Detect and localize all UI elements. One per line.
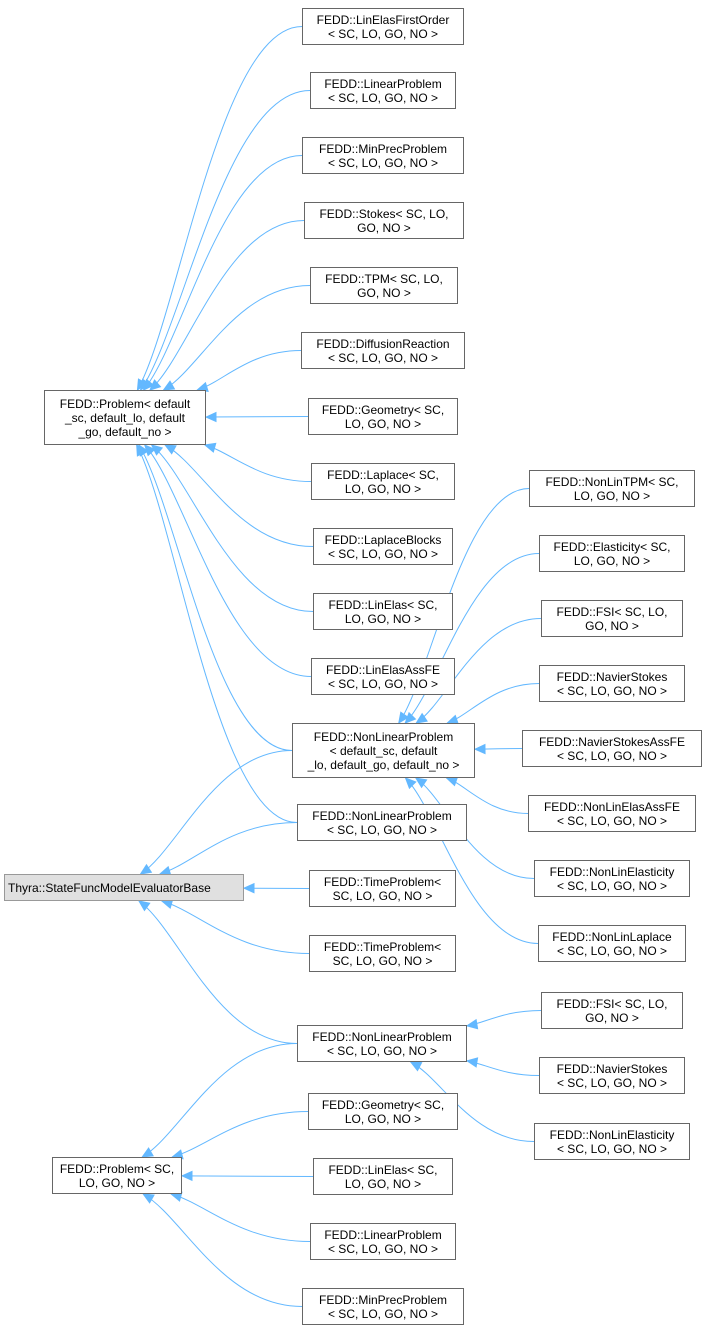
arrowhead: [149, 379, 162, 391]
arrowhead: [142, 1193, 155, 1204]
arrowhead: [141, 1147, 154, 1158]
class-node-elasticity[interactable]: FEDD::Elasticity< SC, LO, GO, NO >: [539, 535, 685, 572]
arrowhead: [409, 1061, 423, 1072]
class-node-geometry-b[interactable]: FEDD::Geometry< SC, LO, GO, NO >: [308, 1093, 458, 1130]
arrowhead: [414, 777, 428, 789]
class-node-fsi-a[interactable]: FEDD::FSI< SC, LO, GO, NO >: [541, 600, 683, 637]
inheritance-edge: [149, 220, 305, 391]
class-node-nonlin-tpm[interactable]: FEDD::NonLinTPM< SC, LO, GO, NO >: [529, 470, 695, 507]
class-node-stokes[interactable]: FEDD::Stokes< SC, LO, GO, NO >: [304, 202, 464, 239]
class-node-navier-assfe[interactable]: FEDD::NavierStokesAssFE < SC, LO, GO, NO…: [522, 730, 702, 767]
arrowhead: [404, 777, 417, 790]
class-node-navier-a[interactable]: FEDD::NavierStokes < SC, LO, GO, NO >: [539, 665, 685, 702]
class-node-lin-first[interactable]: FEDD::LinElasFirstOrder < SC, LO, GO, NO…: [302, 8, 464, 45]
inheritance-edge: [144, 444, 312, 677]
inheritance-edge: [164, 444, 314, 547]
inheritance-edge: [181, 1175, 314, 1177]
arrowhead: [142, 378, 155, 391]
inheritance-edge: [140, 750, 293, 875]
inheritance-edge: [398, 488, 530, 724]
class-node-nonlinear-mid[interactable]: FEDD::NonLinearProblem < SC, LO, GO, NO …: [297, 804, 467, 841]
class-node-nonlin-elasticity-a[interactable]: FEDD::NonLinElasticity < SC, LO, GO, NO …: [534, 860, 690, 897]
inheritance-edge: [137, 26, 303, 391]
inheritance-edge: [416, 618, 542, 724]
inheritance-edge: [159, 822, 298, 875]
class-node-geometry-a[interactable]: FEDD::Geometry< SC, LO, GO, NO >: [308, 398, 458, 435]
inheritance-edge: [140, 90, 311, 391]
class-node-linelas-a[interactable]: FEDD::LinElas< SC, LO, GO, NO >: [313, 593, 453, 630]
arrowhead: [415, 712, 428, 724]
arrowhead: [136, 443, 147, 457]
arrowhead: [398, 711, 410, 725]
inheritance-edge: [163, 285, 311, 391]
class-node-nonlin-elas-assfe[interactable]: FEDD::NonLinElasAssFE < SC, LO, GO, NO >: [528, 795, 696, 832]
arrowhead: [445, 776, 459, 787]
class-node-tpm[interactable]: FEDD::TPM< SC, LO, GO, NO >: [310, 267, 458, 304]
class-node-laplace-blocks[interactable]: FEDD::LaplaceBlocks < SC, LO, GO, NO >: [313, 528, 453, 565]
arrowhead: [473, 743, 486, 755]
inheritance-edge: [141, 1043, 298, 1158]
inheritance-edge: [143, 155, 303, 391]
class-node-nonlin-elasticity-b[interactable]: FEDD::NonLinElasticity < SC, LO, GO, NO …: [534, 1123, 690, 1160]
arrowhead: [203, 442, 217, 453]
arrowhead: [137, 900, 151, 912]
inheritance-edge: [205, 416, 309, 418]
class-node-problem-sc[interactable]: FEDD::Problem< SC, LO, GO, NO >: [52, 1157, 182, 1194]
class-node-time-b[interactable]: FEDD::TimeProblem< SC, LO, GO, NO >: [309, 935, 456, 972]
arrowhead: [180, 1170, 193, 1182]
class-node-linelas-assfe[interactable]: FEDD::LinElasAssFE < SC, LO, GO, NO >: [311, 658, 455, 695]
class-node-thyra[interactable]: Thyra::StateFuncModelEvaluatorBase: [4, 874, 244, 901]
arrowhead: [465, 1057, 479, 1068]
inheritance-edge: [172, 1111, 309, 1158]
class-node-laplace[interactable]: FEDD::Laplace< SC, LO, GO, NO >: [311, 463, 455, 500]
inheritance-edge: [142, 1193, 303, 1307]
class-node-problem-default[interactable]: FEDD::Problem< default _sc, default_lo, …: [44, 390, 206, 445]
class-node-minprec-a[interactable]: FEDD::MinPrecProblem < SC, LO, GO, NO >: [302, 137, 464, 174]
inheritance-edge: [410, 1061, 535, 1142]
arrowhead: [242, 882, 255, 894]
inheritance-edge: [197, 350, 302, 391]
inheritance-edge: [466, 1060, 540, 1076]
class-node-linelas-b[interactable]: FEDD::LinElas< SC, LO, GO, NO >: [313, 1158, 453, 1195]
inheritance-edge: [138, 444, 293, 751]
inheritance-edge: [405, 777, 539, 944]
class-node-linear-b[interactable]: FEDD::LinearProblem < SC, LO, GO, NO >: [310, 1223, 456, 1260]
inheritance-edge: [204, 444, 312, 482]
inheritance-edge: [151, 444, 314, 612]
class-node-linear-a[interactable]: FEDD::LinearProblem < SC, LO, GO, NO >: [310, 72, 456, 109]
inheritance-edge: [170, 1193, 311, 1242]
class-node-minprec-b[interactable]: FEDD::MinPrecProblem < SC, LO, GO, NO >: [302, 1288, 464, 1325]
arrowhead: [204, 411, 217, 423]
class-node-diffusion[interactable]: FEDD::DiffusionReaction < SC, LO, GO, NO…: [301, 332, 465, 369]
inheritance-edge: [447, 683, 540, 724]
arrowhead: [164, 444, 177, 455]
inheritance-edge: [404, 553, 540, 724]
arrowhead: [465, 1018, 479, 1030]
class-node-fsi-b[interactable]: FEDD::FSI< SC, LO, GO, NO >: [541, 992, 683, 1029]
class-node-navier-b[interactable]: FEDD::NavierStokes < SC, LO, GO, NO >: [539, 1057, 685, 1094]
class-node-time-a[interactable]: FEDD::TimeProblem< SC, LO, GO, NO >: [309, 870, 456, 907]
class-node-nonlinear-sc[interactable]: FEDD::NonLinearProblem < SC, LO, GO, NO …: [297, 1025, 467, 1062]
class-node-nonlin-laplace[interactable]: FEDD::NonLinLaplace < SC, LO, GO, NO >: [538, 925, 686, 962]
arrowhead: [162, 380, 176, 391]
inheritance-edge: [466, 1010, 542, 1027]
inheritance-edge: [161, 900, 310, 954]
arrowhead: [139, 863, 153, 875]
inheritance-edge: [136, 444, 298, 823]
inheritance-edge: [138, 900, 298, 1044]
arrowhead: [404, 711, 417, 724]
class-node-nonlinear-default[interactable]: FEDD::NonLinearProblem < default_sc, def…: [292, 723, 475, 778]
